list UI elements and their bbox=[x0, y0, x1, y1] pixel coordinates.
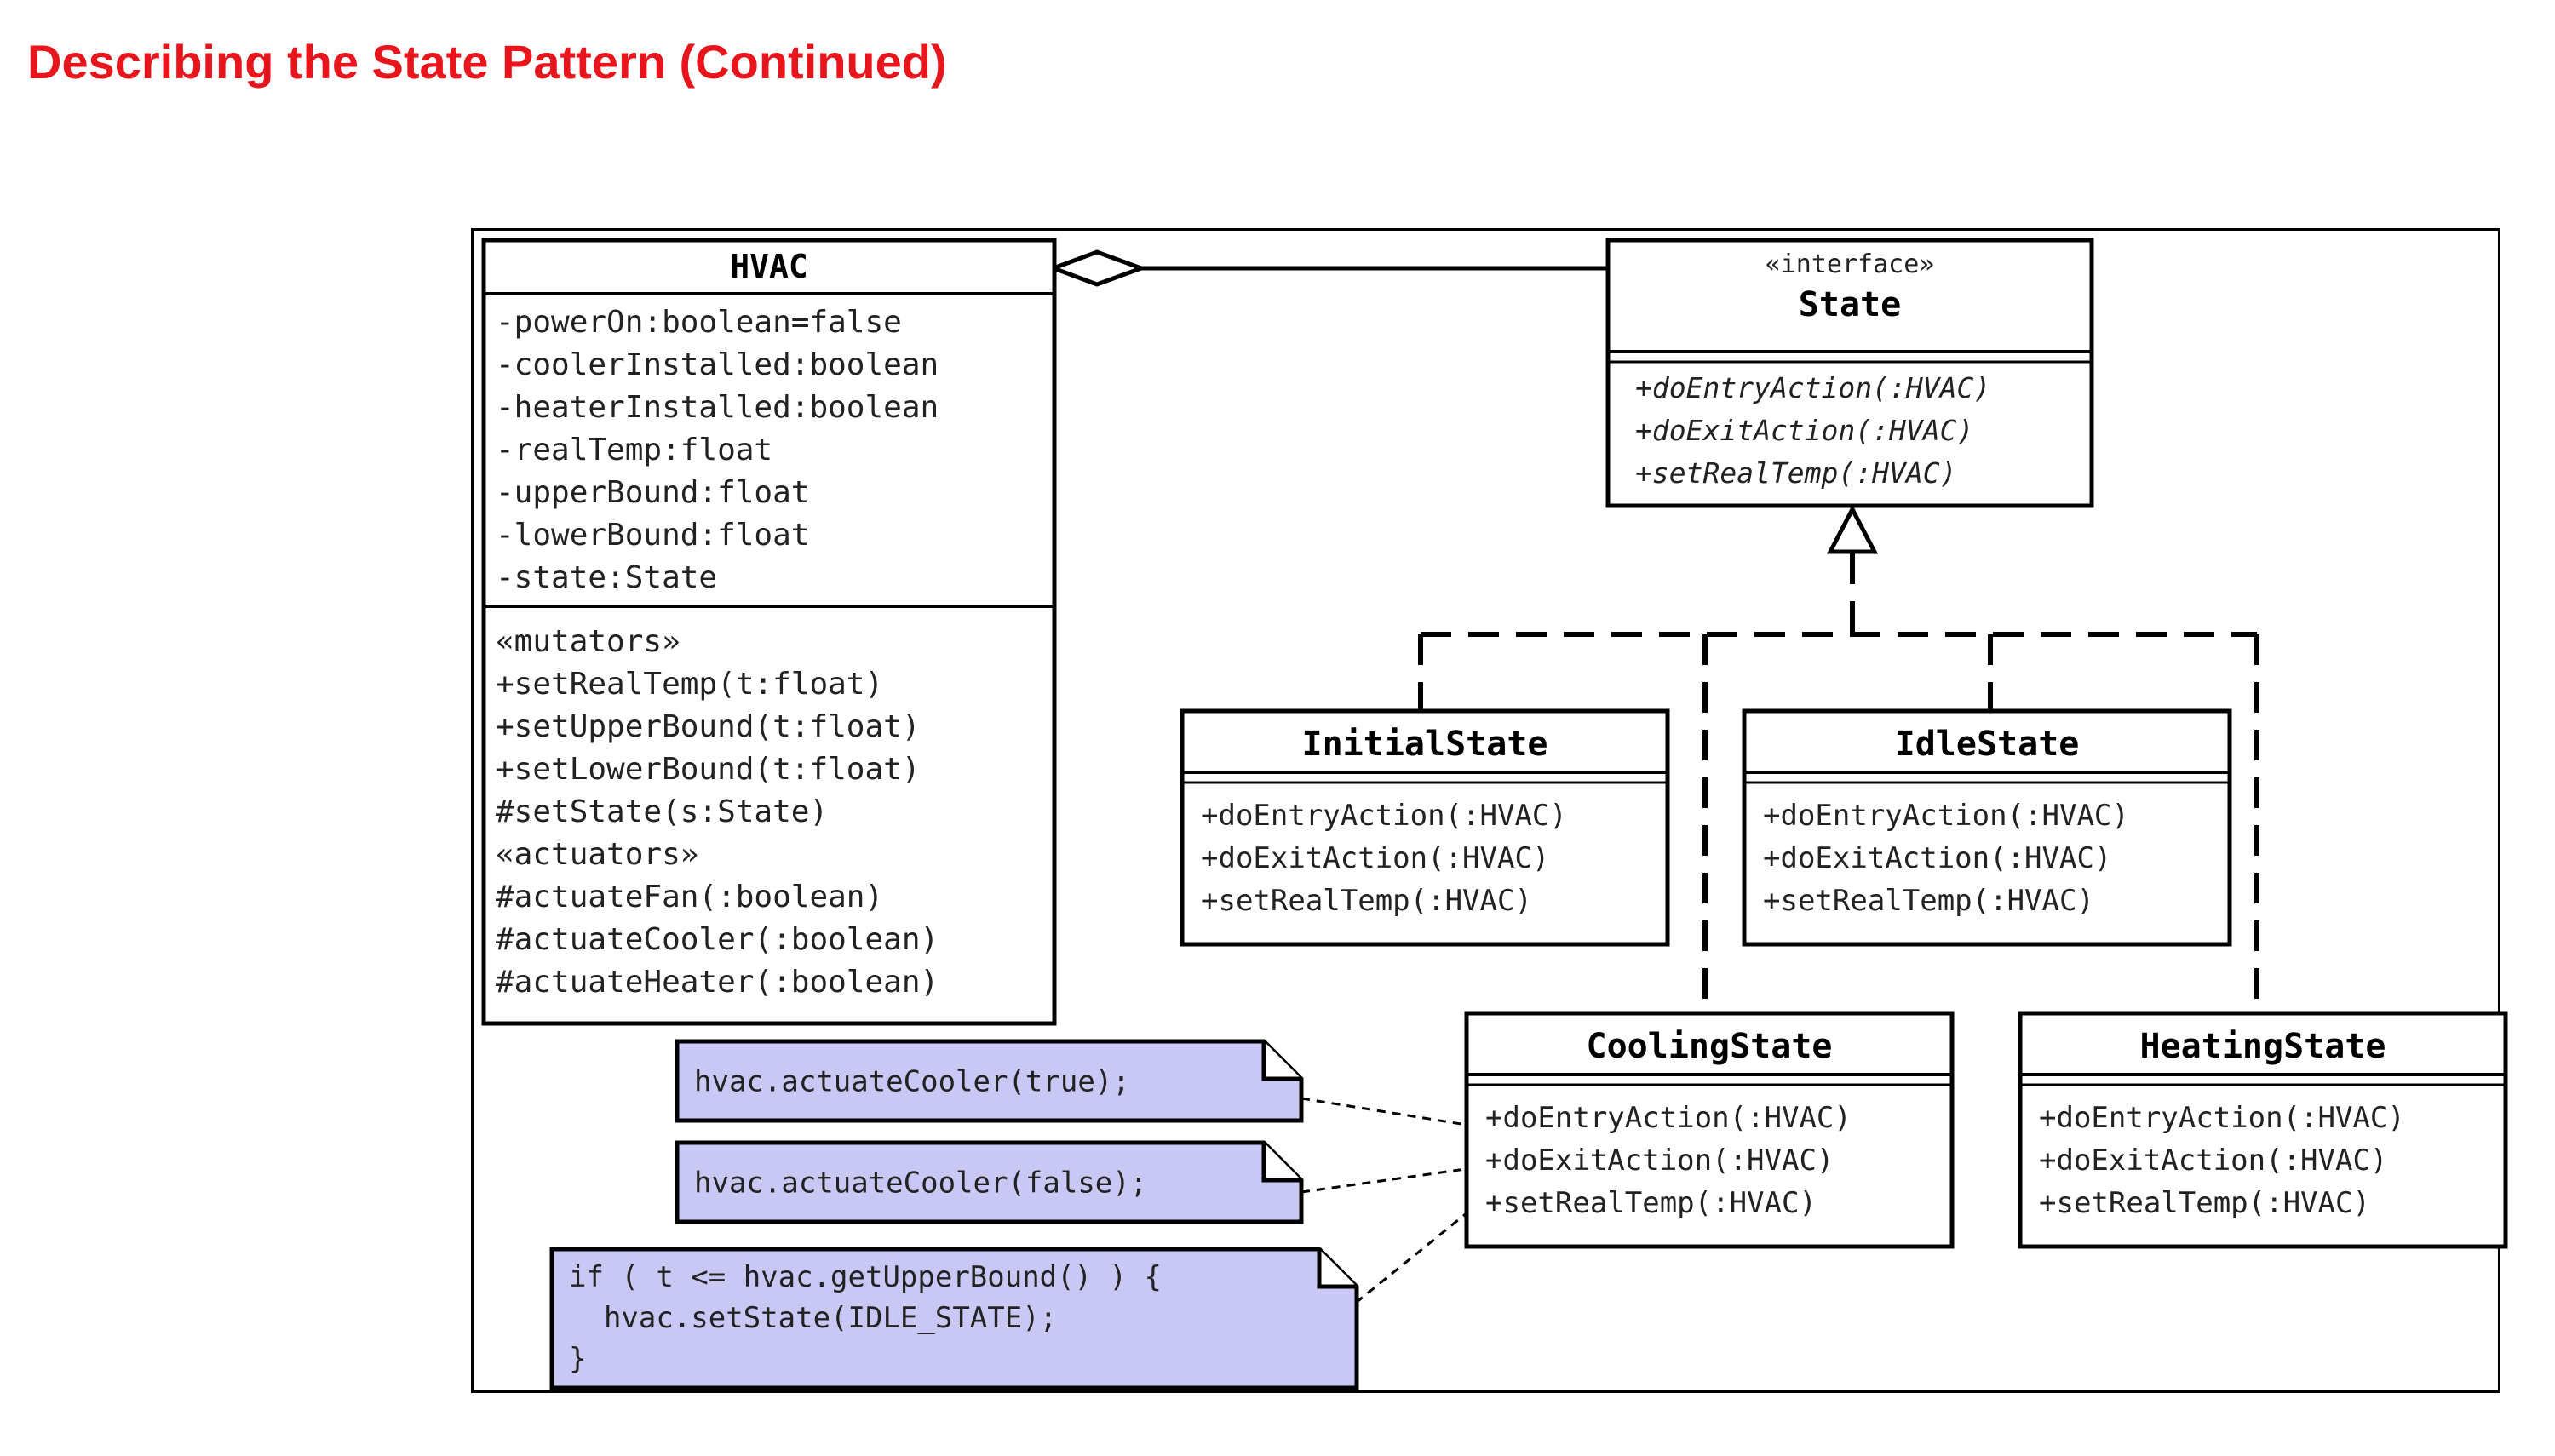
operation-item: +doEntryAction(:HVAC) bbox=[1485, 1101, 1852, 1135]
class-name: State bbox=[1799, 285, 1901, 324]
operation-item: +doEntryAction(:HVAC) bbox=[1763, 799, 2129, 833]
realization-connectors bbox=[1418, 553, 2259, 1009]
operation-item: +doEntryAction(:HVAC) bbox=[1201, 799, 1567, 833]
operation-item: +setLowerBound(t:float) bbox=[496, 752, 921, 787]
note-fold-icon bbox=[1317, 1249, 1357, 1289]
operation-item: +setRealTemp(:HVAC) bbox=[1635, 456, 1957, 490]
operation-list: +doEntryAction(:HVAC) +doExitAction(:HVAC… bbox=[1635, 371, 1990, 490]
class-name: CoolingState bbox=[1587, 1027, 1833, 1066]
class-name: HVAC bbox=[730, 248, 808, 285]
class-initial-state: InitialState +doEntryAction(:HVAC) +doExit… bbox=[1180, 708, 1670, 947]
note-entry-action: hvac.actuateCooler(true); bbox=[675, 1039, 1304, 1123]
class-hvac: HVAC -powerOn:boolean=false -coolerInstal… bbox=[481, 238, 1057, 1026]
class-cooling-state: CoolingState +doEntryAction(:HVAC) +doExit… bbox=[1464, 1011, 1955, 1249]
operation-item: «mutators» bbox=[496, 624, 680, 659]
note-text-line: } bbox=[569, 1342, 586, 1376]
operation-list: «mutators» +setRealTemp(t:float) +setUpper… bbox=[496, 624, 939, 1000]
class-name: InitialState bbox=[1302, 725, 1548, 764]
operation-item: +setRealTemp(t:float) bbox=[496, 667, 883, 702]
note-fold-icon bbox=[1261, 1143, 1301, 1183]
operation-list: +doEntryAction(:HVAC) +doExitAction(:HVAC… bbox=[1485, 1101, 1852, 1220]
operation-item: #actuateCooler(:boolean) bbox=[496, 922, 939, 957]
note-connectors bbox=[1300, 1097, 1473, 1304]
operation-list: +doEntryAction(:HVAC) +doExitAction(:HVAC… bbox=[1201, 799, 1567, 918]
note-text-line: if ( t <= hvac.getUpperBound() ) { bbox=[569, 1260, 1162, 1294]
class-idle-state: IdleState +doEntryAction(:HVAC) +doExitAct… bbox=[1742, 708, 2232, 947]
realization-arrowhead-icon bbox=[1826, 504, 1879, 554]
operation-item: #actuateFan(:boolean) bbox=[496, 880, 883, 914]
operation-item: #setState(s:State) bbox=[496, 794, 828, 829]
attribute-list: -powerOn:boolean=false -coolerInstalled:b… bbox=[496, 305, 939, 595]
note-exit-action: hvac.actuateCooler(false); bbox=[675, 1140, 1304, 1224]
attribute-item: -lowerBound:float bbox=[496, 518, 809, 553]
note-fold-icon bbox=[1261, 1041, 1301, 1081]
page-title: Describing the State Pattern (Continued) bbox=[27, 35, 947, 89]
diagram-frame bbox=[471, 228, 2500, 1393]
operation-item: +doExitAction(:HVAC) bbox=[1201, 841, 1549, 875]
class-heating-state: HeatingState +doEntryAction(:HVAC) +doExit… bbox=[2018, 1011, 2508, 1249]
attribute-item: -coolerInstalled:boolean bbox=[496, 347, 939, 382]
aggregation-diamond-icon bbox=[1047, 249, 1148, 287]
operation-item: +setRealTemp(:HVAC) bbox=[1485, 1186, 1817, 1220]
class-name: IdleState bbox=[1895, 725, 2080, 764]
note-text-line: hvac.actuateCooler(true); bbox=[694, 1065, 1130, 1099]
operation-item: +doExitAction(:HVAC) bbox=[1635, 414, 1973, 447]
operation-item: +doExitAction(:HVAC) bbox=[1485, 1144, 1834, 1178]
operation-item: +setRealTemp(:HVAC) bbox=[1201, 884, 1532, 918]
interface-state: «interface» State +doEntryAction(:HVAC)+… bbox=[1605, 238, 2094, 508]
attribute-item: -upperBound:float bbox=[496, 475, 809, 510]
operation-item: +setRealTemp(:HVAC) bbox=[2039, 1186, 2370, 1220]
note-text-line: hvac.actuateCooler(false); bbox=[694, 1167, 1147, 1201]
operation-item: +doExitAction(:HVAC) bbox=[1763, 841, 2111, 875]
operation-list: +doEntryAction(:HVAC) +doExitAction(:HVAC… bbox=[2039, 1101, 2405, 1220]
attribute-item: -realTemp:float bbox=[496, 433, 772, 467]
class-name: HeatingState bbox=[2140, 1027, 2386, 1066]
operation-item: +setUpperBound(t:float) bbox=[496, 709, 921, 744]
operation-item: +doEntryAction(:HVAC) bbox=[1635, 371, 1990, 404]
operation-item: +setRealTemp(:HVAC) bbox=[1763, 884, 2094, 918]
operation-item: «actuators» bbox=[496, 837, 698, 872]
note-set-real-temp: if ( t <= hvac.getUpperBound() ) { hvac.… bbox=[549, 1247, 1359, 1390]
attribute-item: -powerOn:boolean=false bbox=[496, 305, 902, 340]
stereotype-label: «interface» bbox=[1766, 249, 1935, 279]
aggregation-connector bbox=[1047, 249, 1608, 287]
attribute-item: -state:State bbox=[496, 560, 717, 595]
attribute-item: -heaterInstalled:boolean bbox=[496, 390, 939, 425]
operation-list: +doEntryAction(:HVAC) +doExitAction(:HVAC… bbox=[1763, 799, 2129, 918]
operation-item: +doEntryAction(:HVAC) bbox=[2039, 1101, 2405, 1135]
note-text-line: hvac.setState(IDLE_STATE); bbox=[569, 1301, 1057, 1335]
operation-item: #actuateHeater(:boolean) bbox=[496, 965, 939, 1000]
operation-item: +doExitAction(:HVAC) bbox=[2039, 1144, 2387, 1178]
